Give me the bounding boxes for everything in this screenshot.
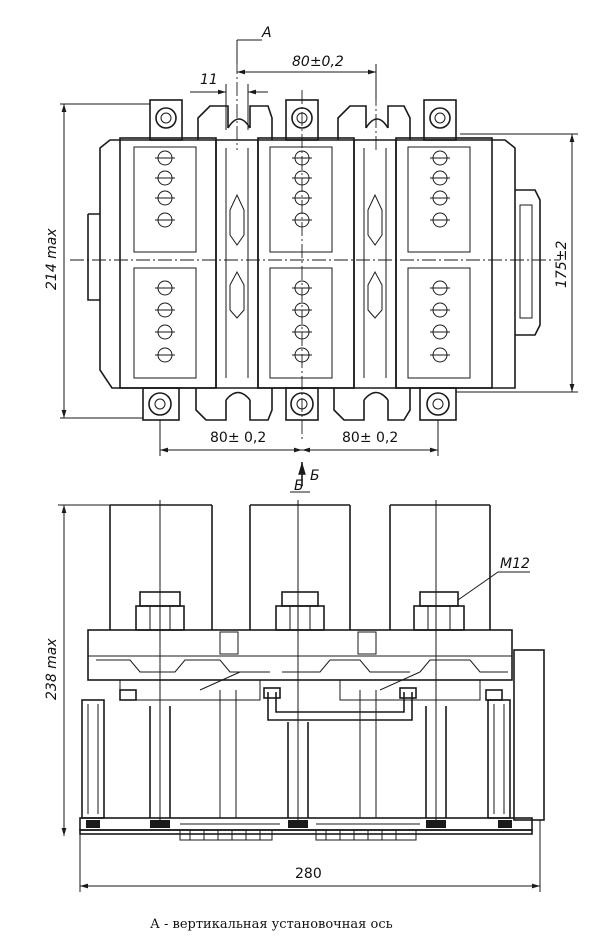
dim-height-overall-top: 214 max (44, 103, 150, 419)
top-mounting-tabs (149, 99, 457, 141)
dim-height-mount: 175±2 (456, 133, 578, 393)
side-view: Б M12 238 max 280 (44, 478, 545, 892)
pole-block-3 (395, 137, 493, 389)
view-arrow-text: Б (310, 468, 320, 484)
center-lines (70, 60, 560, 440)
dim-height-overall-top-text: 214 max (44, 228, 60, 290)
dim-height-overall-side-text: 238 max (44, 638, 60, 700)
trip-bar (119, 687, 503, 721)
dim-pitch-top-text: 80±0,2 (292, 54, 344, 70)
axis-marker-a-text: A (261, 25, 272, 41)
support-legs (149, 690, 447, 818)
contact-screws (155, 150, 450, 363)
dim-width-overall-text: 280 (295, 866, 322, 882)
side-view-marker-text: Б (294, 478, 304, 494)
figure-caption: А - вертикальная установочная ось (150, 917, 393, 932)
view-arrow: Б (298, 462, 320, 486)
dim-pitch-bottom: 80± 0,2 80± 0,2 (159, 420, 439, 456)
side-housing (87, 629, 513, 701)
bottom-mounting-tabs (142, 387, 457, 421)
arc-channels (215, 140, 397, 388)
dim-pitch-bottom-left-text: 80± 0,2 (210, 430, 266, 446)
thread-callout: M12 (457, 556, 530, 601)
dim-gap-text: 11 (200, 72, 218, 88)
dim-height-overall-side: 238 max (44, 504, 110, 836)
dim-height-mount-text: 175±2 (554, 241, 570, 288)
top-view: 80±0,2 A 11 214 max 175±2 (44, 25, 578, 486)
housing-outline (87, 139, 541, 389)
axis-marker-a: A (236, 25, 272, 64)
pole-block-2 (257, 137, 355, 389)
terminal-nuts (135, 591, 465, 631)
side-posts (81, 649, 545, 821)
dim-gap: 11 (190, 72, 268, 130)
pole-block-1 (119, 137, 217, 389)
dim-width-overall: 280 (79, 820, 541, 892)
thread-callout-text: M12 (500, 556, 530, 572)
base-plate (79, 817, 533, 841)
dim-pitch-bottom-right-text: 80± 0,2 (342, 430, 398, 446)
side-view-marker: Б (290, 478, 310, 494)
dim-pitch-top: 80±0,2 (237, 54, 377, 100)
